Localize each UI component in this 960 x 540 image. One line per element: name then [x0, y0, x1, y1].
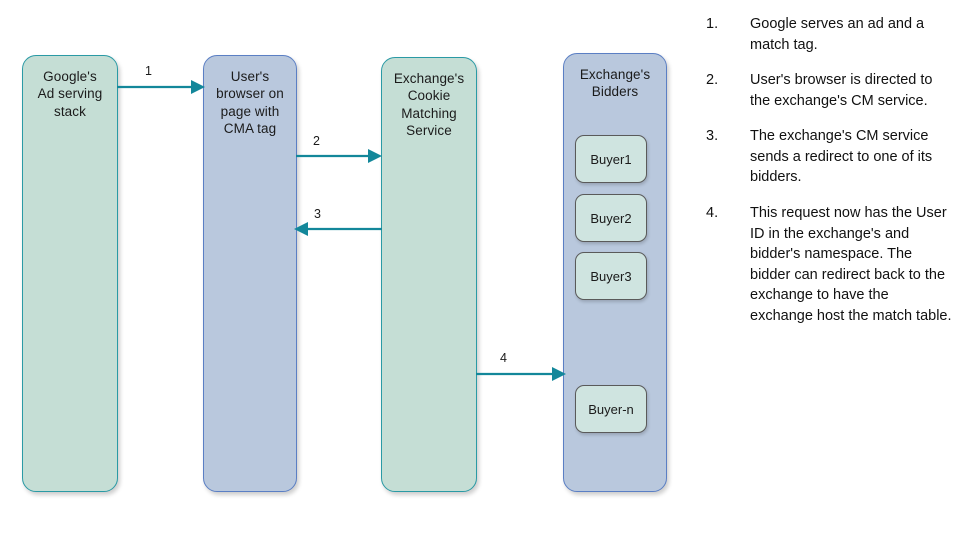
- step-item-4: 4. This request now has the User ID in t…: [706, 203, 952, 326]
- step-item-3: 3. The exchange's CM service sends a red…: [706, 126, 952, 188]
- steps-list: 1. Google serves an ad and a match tag. …: [706, 14, 952, 342]
- buyer-label: Buyer1: [590, 151, 632, 167]
- arrow-3-label: 3: [314, 207, 321, 221]
- buyer-label: Buyer2: [590, 210, 632, 226]
- buyer-label: Buyer3: [590, 268, 632, 284]
- arrow-1-label: 1: [145, 64, 152, 78]
- node-google-ad-serving-stack[interactable]: Google's Ad serving stack: [22, 55, 118, 492]
- node-label: Exchange's Bidders: [579, 67, 651, 100]
- buyer-box-n[interactable]: Buyer-n: [575, 385, 647, 433]
- buyer-label: Buyer-n: [588, 401, 634, 417]
- step-number: 2.: [706, 72, 719, 89]
- step-number: 1.: [706, 16, 719, 32]
- step-text: Google serves an ad and a match tag.: [750, 16, 925, 53]
- step-number: 4.: [706, 205, 719, 222]
- arrow-2-icon: [296, 149, 382, 163]
- node-exchange-cookie-matching-service[interactable]: Exchange's Cookie Matching Service: [381, 57, 477, 492]
- step-text: User's browser is directed to the exchan…: [750, 72, 933, 109]
- step-item-1: 1. Google serves an ad and a match tag.: [706, 14, 952, 55]
- buyer-box-3[interactable]: Buyer3: [575, 252, 647, 300]
- step-number: 3.: [706, 128, 719, 145]
- node-label: Google's Ad serving stack: [37, 69, 103, 119]
- arrow-4-icon: [476, 367, 566, 381]
- node-label: User's browser on page with CMA tag: [216, 69, 284, 136]
- arrow-1-icon: [117, 80, 205, 94]
- buyer-box-1[interactable]: Buyer1: [575, 135, 647, 183]
- node-label: Exchange's Cookie Matching Service: [393, 71, 465, 138]
- step-text: The exchange's CM service sends a redire…: [750, 128, 933, 186]
- step-item-2: 2. User's browser is directed to the exc…: [706, 70, 952, 111]
- arrow-2-label: 2: [313, 134, 320, 148]
- buyer-box-2[interactable]: Buyer2: [575, 194, 647, 242]
- arrow-4-label: 4: [500, 351, 507, 365]
- step-text: This request now has the User ID in the …: [750, 205, 952, 324]
- arrow-3-icon: [294, 222, 382, 236]
- node-user-browser[interactable]: User's browser on page with CMA tag: [203, 55, 297, 492]
